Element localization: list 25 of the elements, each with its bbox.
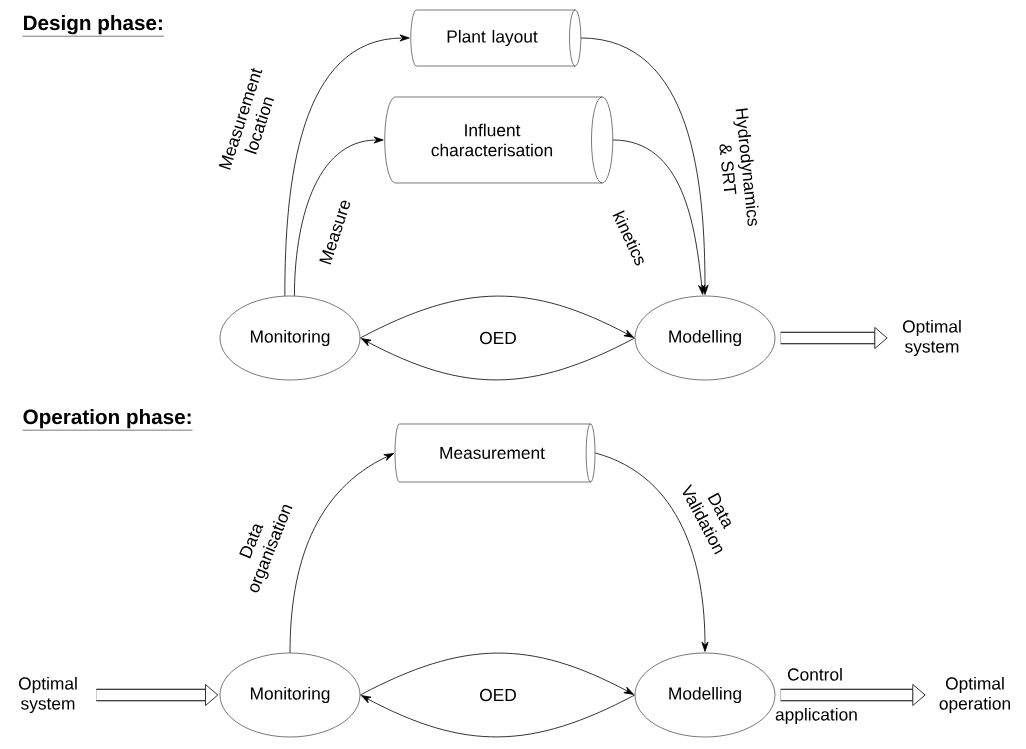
arrow	[594, 452, 709, 652]
block-arrow	[780, 684, 926, 706]
outcome-text: Optimal system	[18, 676, 77, 714]
arrow	[612, 139, 706, 295]
loop-label: OED	[480, 331, 516, 345]
cylinder-box: Influent characterisation	[384, 96, 614, 184]
arrow	[580, 37, 709, 295]
arrow	[294, 136, 384, 297]
block-arrow	[780, 327, 888, 349]
block-arrow	[96, 684, 219, 706]
arrow	[361, 337, 636, 381]
cylinder-box: Plant layout	[410, 9, 582, 67]
section-heading: Design phase:	[22, 15, 165, 37]
arrow	[359, 295, 634, 339]
section-heading: Operation phase:	[22, 409, 193, 431]
arrow	[289, 453, 394, 654]
edge-label: Control application	[775, 667, 857, 725]
outcome-text: Optimal operation	[939, 676, 1010, 714]
cylinder-box: Measurement	[394, 423, 596, 483]
outcome-text: Optimal system	[902, 319, 961, 357]
arrow	[284, 34, 410, 297]
arrow	[361, 694, 636, 738]
edge-label: Hydrodynamics & SRT	[719, 108, 759, 227]
arrow	[359, 652, 634, 696]
loop-label: OED	[480, 688, 516, 702]
